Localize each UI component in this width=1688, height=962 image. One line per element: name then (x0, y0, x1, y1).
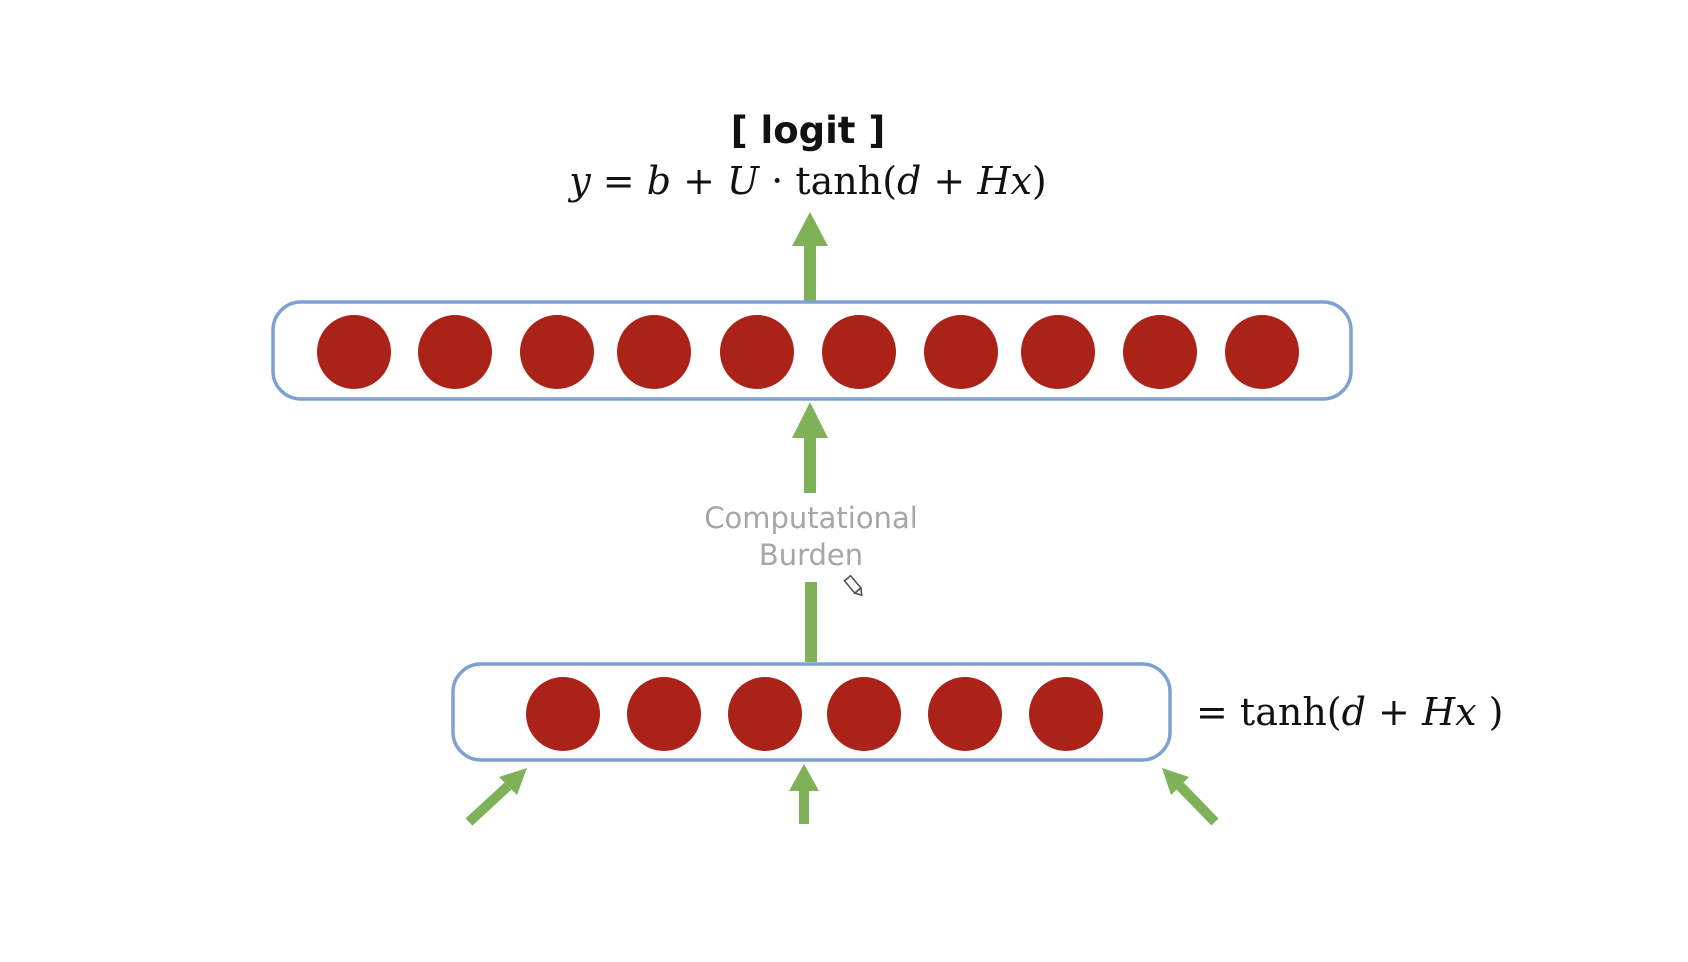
hidden-equation: = tanh(d + Hx ) (1196, 690, 1503, 734)
output-neuron-8 (1021, 315, 1095, 389)
eq-close: ) (1032, 159, 1047, 203)
eq-b: b (647, 159, 671, 203)
output-neuron-7 (924, 315, 998, 389)
computational-label-line2: Burden (759, 538, 863, 572)
eq-dot-tanh: · tanh( (759, 159, 897, 203)
output-neuron-4 (617, 315, 691, 389)
eq-plus-1: + (671, 159, 727, 203)
output-neuron-1 (317, 315, 391, 389)
eq-y: y (567, 159, 591, 203)
logit-equation: y = b + U · tanh(d + Hx) (567, 159, 1047, 203)
hidden-neuron-5 (928, 677, 1002, 751)
hidden-neuron-2 (627, 677, 701, 751)
eq-x: x (1010, 159, 1031, 203)
output-neuron-2 (418, 315, 492, 389)
input-arrow-left (465, 768, 527, 826)
logit-title: [ logit ] (731, 109, 886, 152)
output-neuron-10 (1225, 315, 1299, 389)
hidden-neuron-3 (728, 677, 802, 751)
hidden-layer (451, 662, 1172, 762)
hidden-neurons (526, 677, 1103, 751)
eq-u: U (727, 159, 761, 203)
eq-equals: = (591, 159, 647, 203)
output-neuron-5 (720, 315, 794, 389)
output-neuron-6 (822, 315, 896, 389)
eq-d: d (897, 159, 921, 203)
hidden-eq-h: H (1421, 690, 1456, 734)
input-arrow-center (789, 764, 819, 824)
arrow-output-to-logit (792, 212, 828, 301)
hidden-eq-tanh: = tanh( (1196, 690, 1342, 734)
computational-label-line1: Computational (704, 501, 918, 535)
hidden-eq-close: ) (1477, 690, 1504, 734)
hidden-neuron-6 (1029, 677, 1103, 751)
arrow-hidden-to-output (792, 402, 828, 662)
hidden-neuron-1 (526, 677, 600, 751)
output-neurons (317, 315, 1299, 389)
output-neuron-9 (1123, 315, 1197, 389)
eq-plus-2: + (921, 159, 977, 203)
input-arrow-right (1162, 768, 1219, 826)
eq-h: H (976, 159, 1011, 203)
output-layer (271, 300, 1353, 401)
hidden-eq-d: d (1342, 690, 1366, 734)
hidden-eq-x: x (1455, 690, 1476, 734)
pencil-icon (843, 574, 863, 597)
output-neuron-3 (520, 315, 594, 389)
hidden-eq-plus: + (1366, 690, 1422, 734)
hidden-neuron-4 (827, 677, 901, 751)
